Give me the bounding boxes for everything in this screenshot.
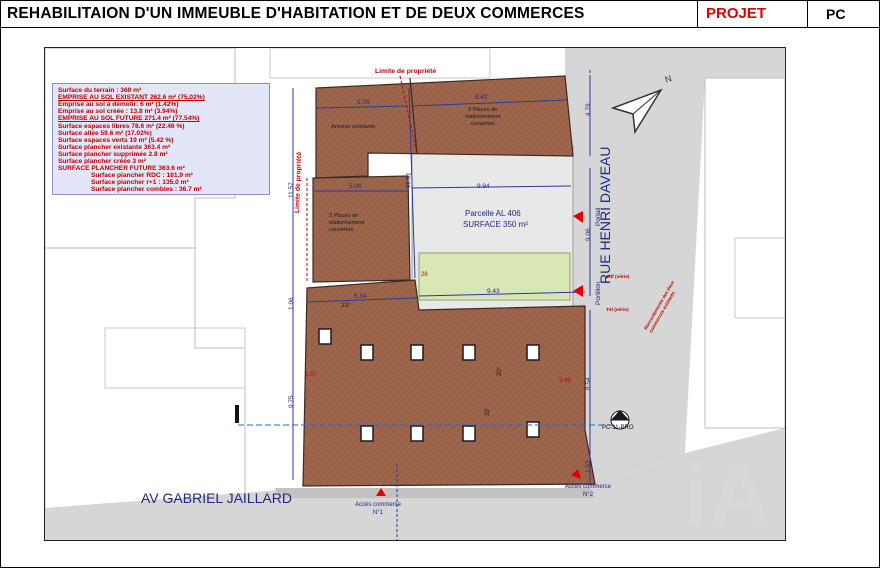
stats-line: Surface plancher supprimée 2.8 m² [58, 150, 168, 158]
road-rue-henri-daveau [565, 48, 785, 488]
stats-line: Surface espaces verts 19 m² (5.42 %) [58, 136, 174, 144]
dimension-lines [292, 76, 591, 484]
parcel-label: Parcelle AL 406 [465, 209, 521, 218]
dim-label: 5.00 [349, 183, 362, 190]
gate-label: Portail [595, 207, 602, 226]
roof-angle-label: 20° [497, 366, 503, 376]
dim-label: 3.49 [559, 378, 571, 384]
roof-main-building [302, 279, 596, 487]
dim-label: 9.06 [585, 228, 592, 241]
access-markers [376, 211, 583, 496]
stats-line: Emprise au sol créée : 13.8 m² (3.94%) [58, 108, 178, 116]
stats-line: Emprise au sol à démolir: 6 m² (1.42%) [58, 101, 179, 109]
dim-label: 1.07 [305, 372, 317, 378]
stats-line: Surface plancher combles : 36.7 m² [91, 186, 202, 194]
dim-label: 6.34 [354, 293, 367, 300]
roof-angle-label: 23° [341, 302, 351, 309]
dim-label: 1.96 [288, 297, 295, 310]
stats-line: EMPRISE AU SOL EXISTANT 262.6 m² (75.02%… [58, 94, 205, 102]
site-plan: iA Limite de propriété Limite de proprié… [44, 47, 786, 541]
dim-label: 4.79 [585, 103, 592, 116]
edf-label: Edf (série) [606, 275, 630, 280]
stats-line: Surface plancher r+1 : 135.0 m² [91, 179, 189, 187]
property-limit-label: Limite de propriété [375, 68, 437, 75]
section-number: 1 [617, 411, 620, 417]
dim-label: 26 [421, 272, 428, 278]
stats-line: EMPRISE AU SOL FUTURE 271.4 m² (77.54%) [58, 115, 200, 123]
road-av-gabriel-jaillard [45, 428, 785, 540]
stats-line: SURFACE PLANCHER FUTURE 363.6 m² [58, 165, 185, 173]
stats-line: Surface plancher existante 363.4 m² [58, 143, 171, 151]
dim-label: 9.43 [487, 288, 500, 295]
site-plan-drawing: iA [45, 48, 785, 540]
pedestrian-gate-label: Portillon [595, 281, 602, 305]
street-label-bottom: AV GABRIEL JAILLARD [141, 490, 292, 506]
dim-label: 11.57 [288, 182, 295, 198]
roof-windows [318, 328, 540, 442]
document-code: PC [807, 1, 879, 27]
stats-line: Surface du terrain : 360 m² [58, 87, 142, 94]
section-reference: PC-11-PRO [602, 425, 634, 431]
title-bar: REHABILITAION D'UN IMMEUBLE D'HABITATION… [0, 0, 880, 28]
parcel-area-label: SURFACE 350 m² [463, 220, 528, 229]
project-title: REHABILITAION D'UN IMMEUBLE D'HABITATION… [7, 5, 585, 22]
tel-label: Tél (série) [606, 308, 629, 313]
dim-label: 9.75 [288, 395, 295, 408]
dim-label: 9.94 [477, 183, 490, 190]
watermark-logo: iA [683, 446, 771, 540]
stats-line: Surface espaces libres 78.6 m² (22.46 %) [58, 122, 185, 130]
annex-label: Annexe existante [331, 124, 376, 130]
stats-line: Surface plancher créée 3 m² [58, 158, 146, 165]
dim-label: 5.78 [357, 99, 370, 106]
status-label: PROJET [697, 1, 807, 27]
stats-line: Surface allée 59.6 m² (17.02%) [58, 129, 152, 137]
section-marker-left [235, 405, 239, 423]
dim-label: 8.42 [475, 94, 488, 101]
roof-angle-label: 35° [485, 406, 491, 416]
dim-label: 11.51 [405, 172, 413, 189]
green-space [418, 252, 571, 301]
stats-line: Surface plancher RDC : 181.9 m² [91, 172, 193, 180]
dim-label: 8.54 [585, 377, 592, 390]
dim-label: 1.52 [585, 460, 592, 473]
